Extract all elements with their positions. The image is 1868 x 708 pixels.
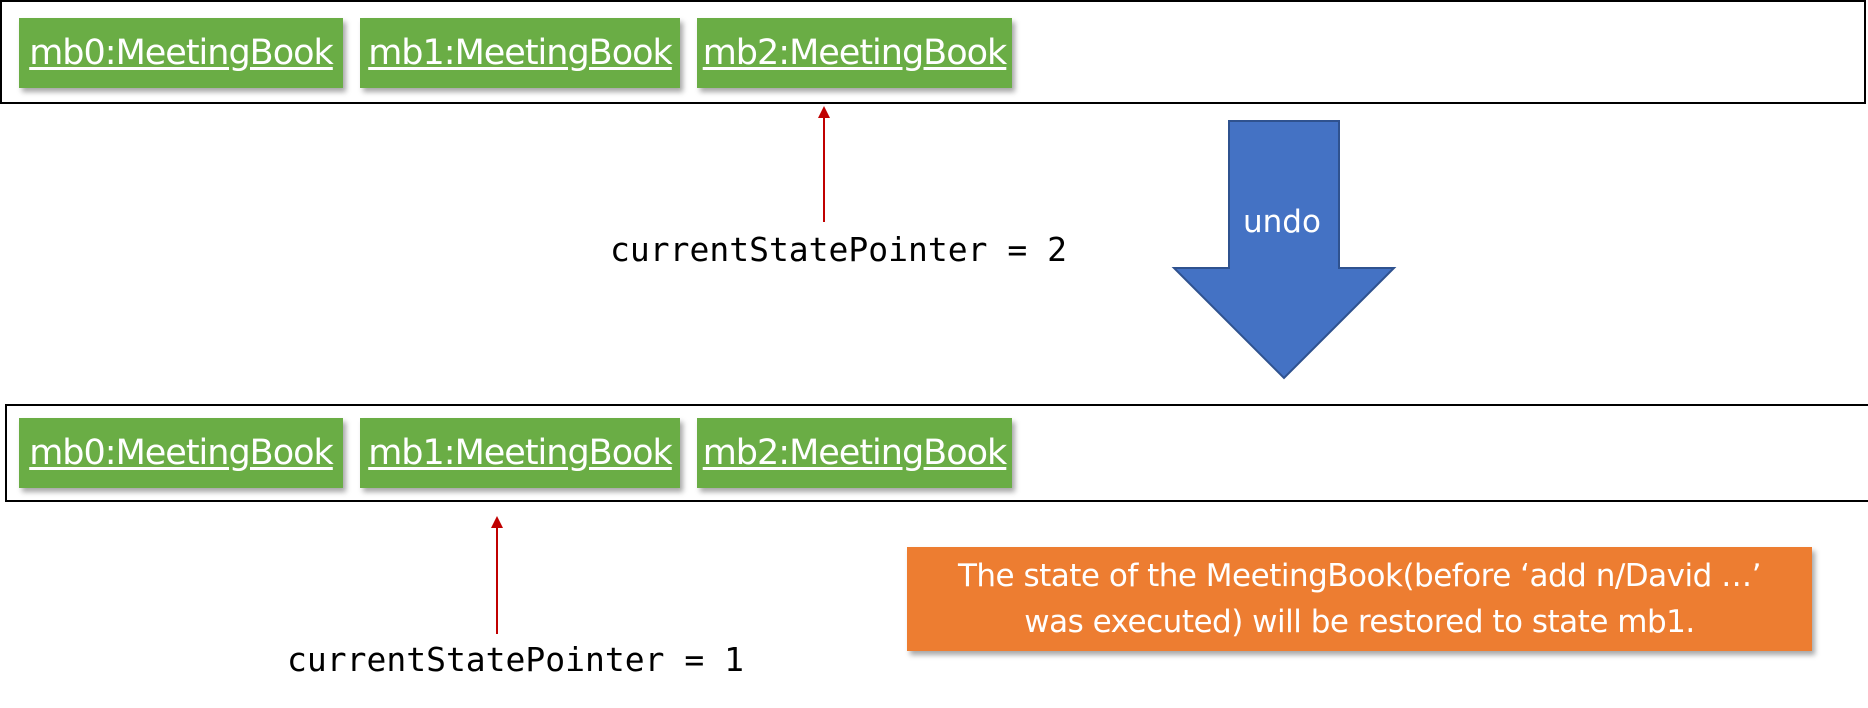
state-list-before: mb0:MeetingBook mb1:MeetingBook mb2:Meet… — [0, 0, 1866, 104]
state-box-mb1: mb1:MeetingBook — [360, 18, 680, 88]
state-box-mb1: mb1:MeetingBook — [360, 418, 680, 488]
state-box-mb0: mb0:MeetingBook — [19, 418, 343, 488]
pointer-arrow-before — [818, 106, 830, 222]
state-box-mb0: mb0:MeetingBook — [19, 18, 343, 88]
state-box-mb2: mb2:MeetingBook — [697, 18, 1012, 88]
current-state-pointer-label-after: currentStatePointer = 1 — [287, 640, 744, 679]
current-state-pointer-label-before: currentStatePointer = 2 — [610, 230, 1067, 269]
undo-label: undo — [1243, 204, 1321, 240]
pointer-arrow-after — [491, 516, 503, 634]
explanation-note-line-2: was executed) will be restored to state … — [1024, 604, 1695, 640]
explanation-note-line-1: The state of the MeetingBook(before ‘add… — [957, 558, 1762, 594]
state-box-mb2: mb2:MeetingBook — [697, 418, 1012, 488]
explanation-note: The state of the MeetingBook(before ‘add… — [907, 547, 1812, 651]
state-list-after: mb0:MeetingBook mb1:MeetingBook mb2:Meet… — [5, 404, 1868, 502]
undo-arrow-icon — [1171, 120, 1397, 380]
